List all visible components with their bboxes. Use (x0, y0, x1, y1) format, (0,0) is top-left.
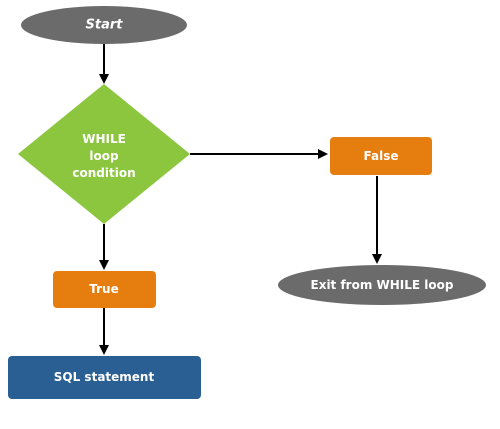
condition-label-line-1: WHILE (82, 132, 126, 146)
false-label: False (364, 149, 399, 163)
statement-node: SQL statement (8, 356, 201, 399)
start-node: Start (21, 6, 187, 44)
statement-label: SQL statement (54, 370, 155, 384)
exit-node: Exit from WHILE loop (278, 265, 486, 305)
false-node: False (330, 137, 432, 175)
condition-label-line-3: condition (72, 166, 135, 180)
true-node: True (53, 271, 156, 308)
condition-label-line-2: loop (89, 149, 119, 163)
exit-label: Exit from WHILE loop (311, 278, 454, 292)
condition-node: WHILE loop condition (18, 84, 190, 224)
start-label: Start (86, 18, 124, 33)
true-label: True (89, 282, 118, 296)
